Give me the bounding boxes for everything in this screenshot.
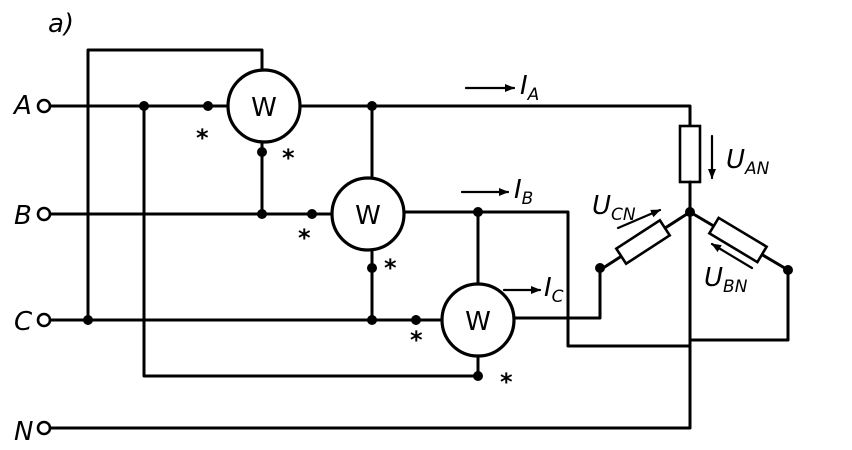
terminal-label-n: N [14, 417, 33, 447]
wattmeter-1: W [226, 68, 302, 144]
wattmeter-1-symbol: W [251, 93, 277, 123]
line-n-wire [48, 210, 692, 430]
polarity-mark-w2-voltage: * [384, 254, 397, 282]
voltage-arrow-bn [710, 242, 754, 270]
figure-label: a) [48, 9, 74, 39]
line-c-wire [48, 268, 602, 322]
bridge-c-to-w1 [86, 48, 264, 322]
terminal-b [36, 206, 52, 222]
polarity-mark-w2-current: * [298, 224, 311, 252]
polarity-mark-w3-current: * [410, 326, 423, 354]
junction-dots [83, 101, 793, 381]
voltage-label-cn: UCN [592, 191, 636, 225]
resistor-cn [614, 218, 672, 266]
polarity-mark-w1-voltage: * [282, 144, 295, 172]
voltage-label-bn: UBN [704, 263, 748, 297]
terminal-label-a: A [12, 91, 32, 121]
voltage-arrow-cn [616, 208, 662, 230]
terminal-a [36, 98, 52, 114]
wattmeter-3: W [440, 282, 516, 358]
terminal-n [36, 420, 52, 436]
wattmeter-2-symbol: W [355, 201, 381, 231]
polarity-mark-w3-voltage: * [500, 368, 513, 396]
resistor-an [678, 124, 702, 184]
terminal-c [36, 312, 52, 328]
wattmeter-2: W [330, 176, 406, 252]
resistor-bn [707, 216, 769, 264]
bridge-a-to-w3 [142, 104, 480, 378]
current-label-a: IA [520, 71, 539, 105]
terminal-label-b: B [14, 201, 32, 231]
voltage-label-an: UAN [726, 145, 770, 179]
polarity-mark-w1-current: * [196, 124, 209, 152]
current-label-b: IB [514, 175, 533, 209]
current-label-c: IC [544, 273, 564, 307]
wattmeter-3-symbol: W [465, 307, 491, 337]
terminal-label-c: C [14, 307, 33, 337]
